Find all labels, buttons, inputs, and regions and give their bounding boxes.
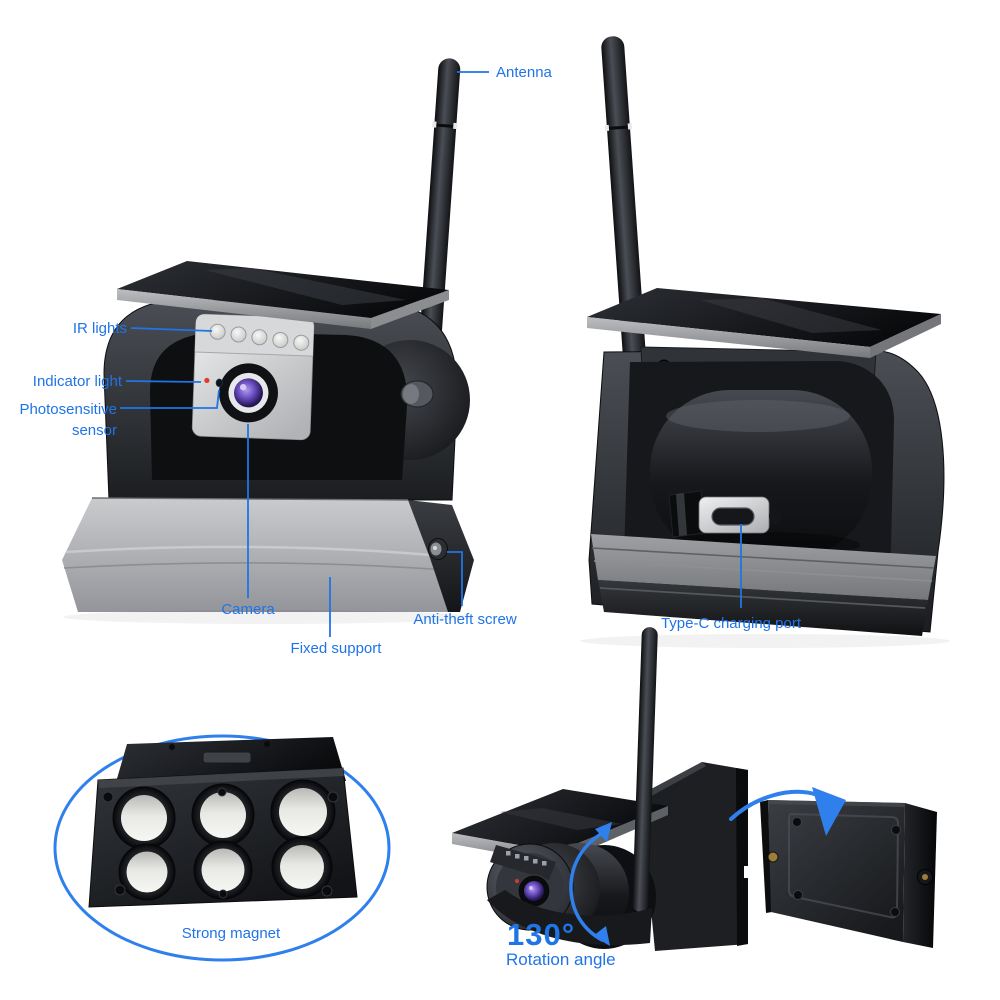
- anti-theft-screw-callout: Anti-theft screw: [413, 611, 517, 628]
- lens-graphic: [218, 363, 278, 423]
- magnet-disc: [191, 783, 255, 847]
- type-c-port-graphic: [668, 490, 783, 538]
- strong-magnet-callout: Strong magnet: [181, 925, 281, 942]
- base-back-graphic: [580, 534, 950, 648]
- magnet-disc: [193, 840, 253, 900]
- bracket-bottom-side: [487, 890, 652, 946]
- indicator-light-callout: Indicator light: [32, 373, 122, 390]
- rotation-arrow: [569, 822, 612, 946]
- magnet-highlight-ellipse: [53, 734, 391, 962]
- magnet-disc: [271, 836, 333, 898]
- solar-panel-graphic: [117, 261, 449, 329]
- antenna-graphic-back: [601, 36, 646, 366]
- indicator-dot-side: [515, 879, 519, 883]
- photosensitive-sensor-dot: [215, 378, 223, 388]
- antenna-graphic-side: [632, 627, 658, 912]
- camera-back-view: [580, 36, 950, 648]
- ir-dots-side: [506, 851, 547, 866]
- mounting-plate-holes: [792, 817, 901, 917]
- antenna-callout: Antenna: [496, 64, 552, 81]
- magnet-bottom-view: [53, 734, 391, 962]
- anti-theft-leader: [447, 551, 463, 606]
- photosensitive-line1: Photosensitive: [19, 401, 117, 418]
- rotation-side-view: [452, 627, 937, 951]
- indicator-light-dot: [204, 377, 210, 384]
- magnet-disc: [270, 779, 336, 845]
- photosensitive-sensor-callout: Photosensitive sensor: [0, 399, 117, 441]
- camera-front-view: [62, 58, 474, 624]
- photosensitive-line2: sensor: [71, 422, 117, 439]
- solar-panel-back-graphic: [587, 288, 941, 358]
- anti-theft-screw-graphic: [428, 538, 448, 560]
- mounting-plate: [760, 800, 937, 948]
- fixed-support-base-graphic: [62, 497, 474, 624]
- camera-callout: Camera: [221, 601, 275, 618]
- photosensitive-leader: [120, 389, 220, 409]
- antenna-hinge-graphic: [400, 380, 434, 408]
- mounting-plate-screws: [767, 851, 933, 885]
- rotation-angle-value: 130°: [507, 917, 576, 952]
- magnet-disc: [112, 786, 176, 850]
- magnet-discs: [112, 779, 336, 901]
- attach-arrow: [729, 787, 846, 836]
- type-c-port-callout: Type-C charging port: [660, 615, 802, 632]
- plate-screws: [102, 787, 339, 899]
- callout-lines: [120, 71, 742, 637]
- fixed-support-callout: Fixed support: [290, 640, 382, 657]
- ir-lights-callout: IR lights: [72, 320, 127, 337]
- ir-lights-leader: [130, 327, 213, 332]
- ir-led-row: [209, 323, 310, 351]
- indicator-leader: [125, 380, 202, 383]
- magnet-disc: [118, 843, 176, 901]
- side-back-plate-graphic: [640, 762, 751, 951]
- rotation-angle-callout: Rotation angle: [506, 950, 616, 969]
- camera-module-graphic: [191, 313, 315, 441]
